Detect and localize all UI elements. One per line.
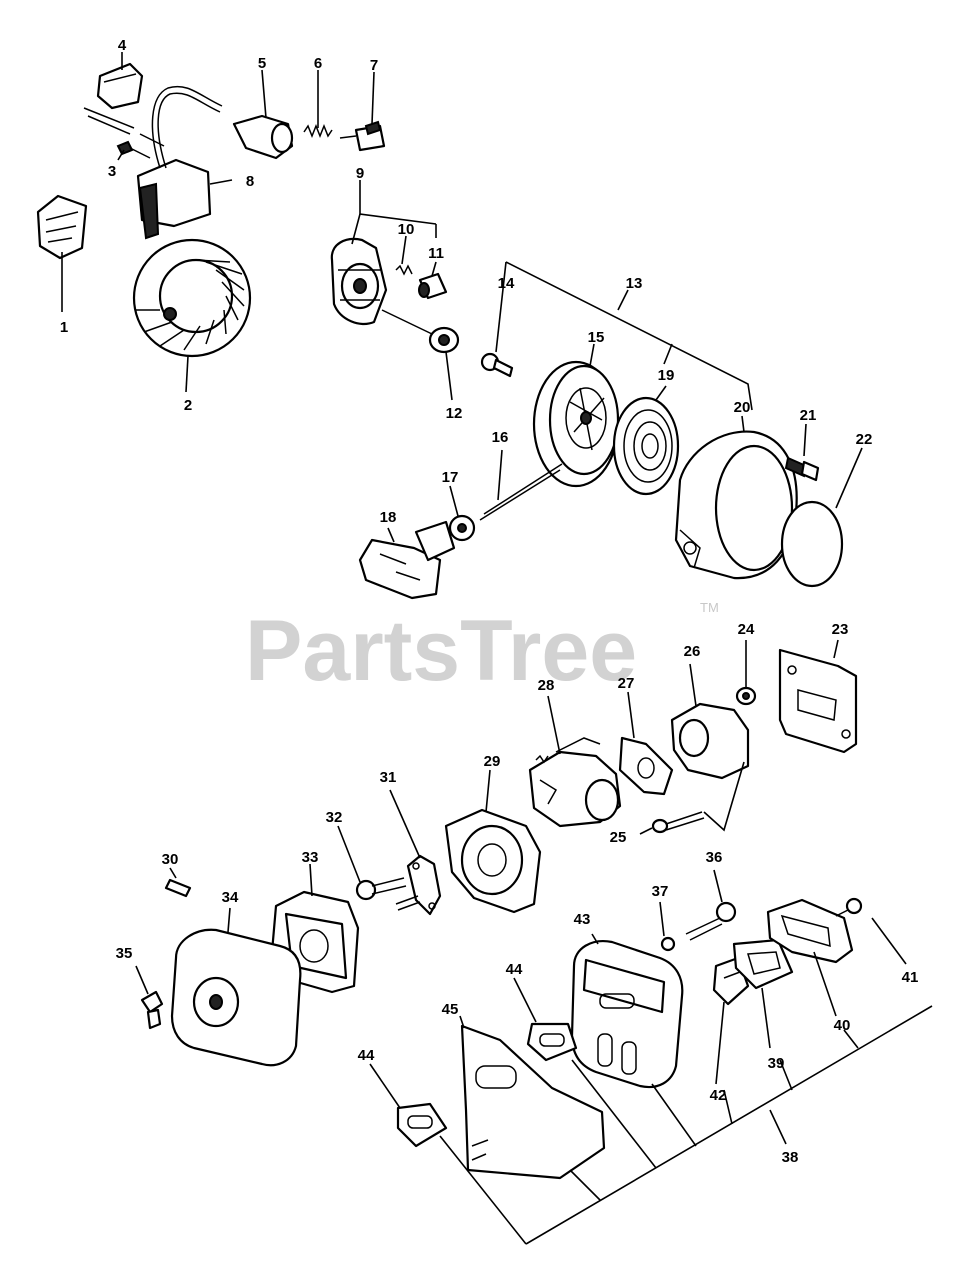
part-37-nut[interactable] [660,936,676,952]
watermark-text: PartsTree [245,603,637,699]
part-43-muffler[interactable] [570,940,684,1089]
part-40-muffler-cover[interactable] [766,898,854,964]
part-21-screw[interactable] [784,456,820,482]
callout-30[interactable]: 30 [162,851,179,868]
part-31-choke-plate[interactable] [406,854,442,916]
part-32-bolt[interactable] [355,877,421,911]
callout-9[interactable]: 9 [356,165,364,182]
callout-40[interactable]: 40 [834,1017,851,1034]
callout-16[interactable]: 16 [492,429,509,446]
callout-22[interactable]: 22 [856,431,873,448]
part-44-gasket-lower[interactable] [396,1102,448,1148]
watermark-trademark: TM [700,600,719,615]
part-39-gasket[interactable] [732,938,794,990]
part-17-grommet[interactable] [448,514,476,542]
callout-4[interactable]: 4 [118,37,127,54]
callout-10[interactable]: 10 [398,221,415,238]
part-5-plug-boot[interactable] [232,114,294,160]
part-7-spark-plug[interactable] [339,120,386,152]
callout-18[interactable]: 18 [380,509,397,526]
part-18-starter-handle[interactable] [358,520,456,600]
callout-43[interactable]: 43 [574,911,591,928]
part-14-bolt[interactable] [480,352,514,378]
callout-8[interactable]: 8 [246,173,254,190]
part-1-label-plate[interactable] [36,194,88,260]
callout-15[interactable]: 15 [588,329,605,346]
part-45-bracket[interactable] [460,1024,606,1180]
part-25-bolt[interactable] [651,811,705,834]
part-23-gasket[interactable] [778,648,858,754]
callout-37[interactable]: 37 [652,883,669,900]
part-16-rope[interactable] [479,463,563,521]
callout-7[interactable]: 7 [370,57,378,74]
part-9-clutch-assembly[interactable] [330,237,388,326]
part-8-ignition-coil[interactable] [83,85,223,240]
callout-38[interactable]: 38 [782,1149,799,1166]
callout-23[interactable]: 23 [832,621,849,638]
callout-6[interactable]: 6 [314,55,322,72]
callout-45[interactable]: 45 [442,1001,459,1018]
callout-28[interactable]: 28 [538,677,555,694]
callout-19[interactable]: 19 [658,367,675,384]
part-44-gasket-upper[interactable] [526,1022,578,1062]
part-2-flywheel[interactable] [132,238,252,358]
part-4-cap[interactable] [96,62,144,110]
callout-14[interactable]: 14 [498,275,515,292]
watermark: PartsTree TM [245,600,719,699]
part-3-screw[interactable] [116,140,151,159]
part-12-nut[interactable] [381,309,460,354]
callout-31[interactable]: 31 [380,769,397,786]
part-41-screw[interactable] [835,897,863,917]
callout-36[interactable]: 36 [706,849,723,866]
part-34-filter-cover[interactable] [170,928,302,1067]
callout-25[interactable]: 25 [610,829,627,846]
callout-20[interactable]: 20 [734,399,751,416]
callout-1[interactable]: 1 [60,319,68,336]
callout-42[interactable]: 42 [710,1087,727,1104]
callout-12[interactable]: 12 [446,405,463,422]
callout-41[interactable]: 41 [902,969,919,986]
callout-29[interactable]: 29 [484,753,501,770]
part-29-air-filter-base[interactable] [444,808,542,914]
callout-44-upper[interactable]: 44 [506,961,523,978]
callout-26[interactable]: 26 [684,643,701,660]
part-35-wing-nut[interactable] [140,990,164,1030]
part-19-recoil-spring[interactable] [612,396,680,496]
part-36-bolt[interactable] [685,901,737,941]
callouts: 1 2 3 4 5 6 7 8 9 10 11 12 13 14 15 16 1… [60,37,919,1166]
part-20-starter-housing[interactable] [674,430,798,580]
callout-32[interactable]: 32 [326,809,343,826]
part-26-insulator[interactable] [670,702,750,780]
callout-34[interactable]: 34 [222,889,239,906]
callout-17[interactable]: 17 [442,469,459,486]
part-28-carburetor[interactable] [528,737,622,828]
callout-39[interactable]: 39 [768,1055,785,1072]
part-30-pin[interactable] [164,878,192,898]
callout-13[interactable]: 13 [626,275,643,292]
callout-44-lower[interactable]: 44 [358,1047,375,1064]
callout-35[interactable]: 35 [116,945,133,962]
callout-33[interactable]: 33 [302,849,319,866]
part-6-spring[interactable] [303,123,333,139]
part-27-gasket[interactable] [618,736,674,796]
part-10-spring[interactable] [395,264,413,276]
callout-21[interactable]: 21 [800,407,817,424]
callout-2[interactable]: 2 [184,397,192,414]
part-15-starter-pulley[interactable] [532,360,620,488]
part-24-nut[interactable] [735,686,757,706]
callout-11[interactable]: 11 [428,245,444,262]
leader-lines [61,52,933,1245]
callout-27[interactable]: 27 [618,675,635,692]
callout-5[interactable]: 5 [258,55,266,72]
callout-3[interactable]: 3 [108,163,116,180]
part-11-pin[interactable] [418,272,448,300]
callout-24[interactable]: 24 [738,621,755,638]
part-22-gasket-ring[interactable] [780,500,844,588]
